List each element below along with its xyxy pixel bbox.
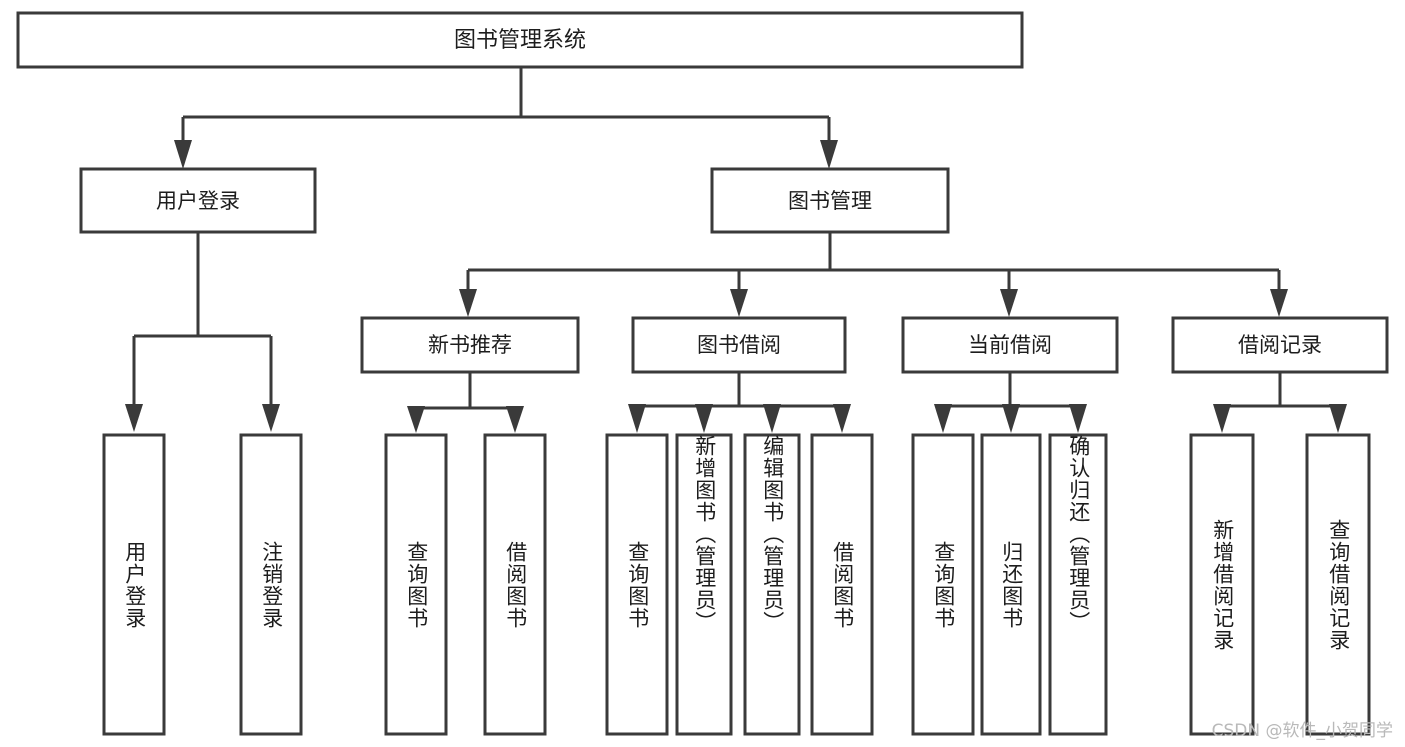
arrow-leaf-add-book [695,404,713,433]
borrow-record-box[interactable] [1171,316,1389,374]
leaf-box-query-book-current[interactable] [911,433,975,736]
leaf-box-add-book[interactable] [675,433,733,736]
node-new-book-recommend[interactable]: 新书推荐 [360,316,580,374]
leaf-boxes [102,433,1371,736]
leaf-box-borrow-book-recommend[interactable] [483,433,547,736]
leaf-box-edit-book[interactable] [743,433,801,736]
user-login-box[interactable] [79,167,317,234]
arrow-new-book-recommend [459,289,477,317]
connector-group-current-borrow-children [934,372,1087,433]
node-book-management[interactable]: 图书管理 [710,167,950,234]
arrow-book-borrow [730,289,748,317]
node-book-borrow[interactable]: 图书借阅 [631,316,847,374]
leaf-box-logout-login[interactable] [239,433,303,736]
connector-group-borrow-record-children [1213,372,1347,433]
book-borrow-label: 图书借阅 [697,333,781,357]
leaf-box-query-borrow-record[interactable] [1305,433,1371,736]
arrow-leaf-confirm-return [1069,404,1087,433]
leaf-box-query-book-recommend[interactable] [384,433,448,736]
leaf-box-confirm-return[interactable] [1048,433,1108,736]
arrow-leaf-logout-login [262,404,280,432]
arrow-leaf-edit-book [763,404,781,433]
book-management-label: 图书管理 [788,189,872,213]
node-borrow-record[interactable]: 借阅记录 [1171,316,1389,374]
new-book-recommend-box[interactable] [360,316,580,374]
arrow-leaf-borrow-book [833,404,851,433]
arrow-borrow-record [1270,289,1288,317]
borrow-record-label: 借阅记录 [1238,333,1322,357]
arrow-leaf-query-borrow-record [1329,404,1347,433]
book-management-box[interactable] [710,167,950,234]
arrow-leaf-query-book-recommend [407,406,425,433]
connector-group-book-borrow-children [628,372,851,433]
leaf-box-user-login[interactable] [102,433,166,736]
book-borrow-box[interactable] [631,316,847,374]
arrow-leaf-borrow-book-recommend [506,406,524,433]
leaf-box-borrow-book[interactable] [810,433,874,736]
csdn-watermark: CSDN @软件_小贺同学 [1211,721,1393,741]
arrow-book-management [820,140,838,169]
connector-group-new-book-recommend-children [407,372,524,433]
current-borrow-label: 当前借阅 [968,333,1052,357]
leaf-box-query-book-borrow[interactable] [605,433,669,736]
new-book-recommend-label: 新书推荐 [428,333,512,357]
node-root[interactable]: 图书管理系统 [16,11,1024,69]
arrow-leaf-user-login [125,404,143,432]
root-label: 图书管理系统 [454,28,586,53]
connector-group-user-login-children [125,232,280,432]
connector-group-book-management-children [459,232,1288,317]
arrow-user-login [174,140,192,169]
current-borrow-box[interactable] [901,316,1119,374]
node-user-login[interactable]: 用户登录 [79,167,317,234]
connector-group-root-to-level2 [174,67,838,169]
user-login-label: 用户登录 [156,189,240,213]
leaf-box-add-borrow-record[interactable] [1189,433,1255,736]
arrow-current-borrow [1000,289,1018,317]
root-box[interactable] [16,11,1024,69]
arrow-leaf-add-borrow-record [1213,404,1231,433]
arrow-leaf-return-book [1002,404,1020,433]
arrow-leaf-query-book-borrow [628,404,646,433]
arrow-leaf-query-book-current [934,404,952,433]
node-current-borrow[interactable]: 当前借阅 [901,316,1119,374]
leaf-box-return-book[interactable] [980,433,1042,736]
